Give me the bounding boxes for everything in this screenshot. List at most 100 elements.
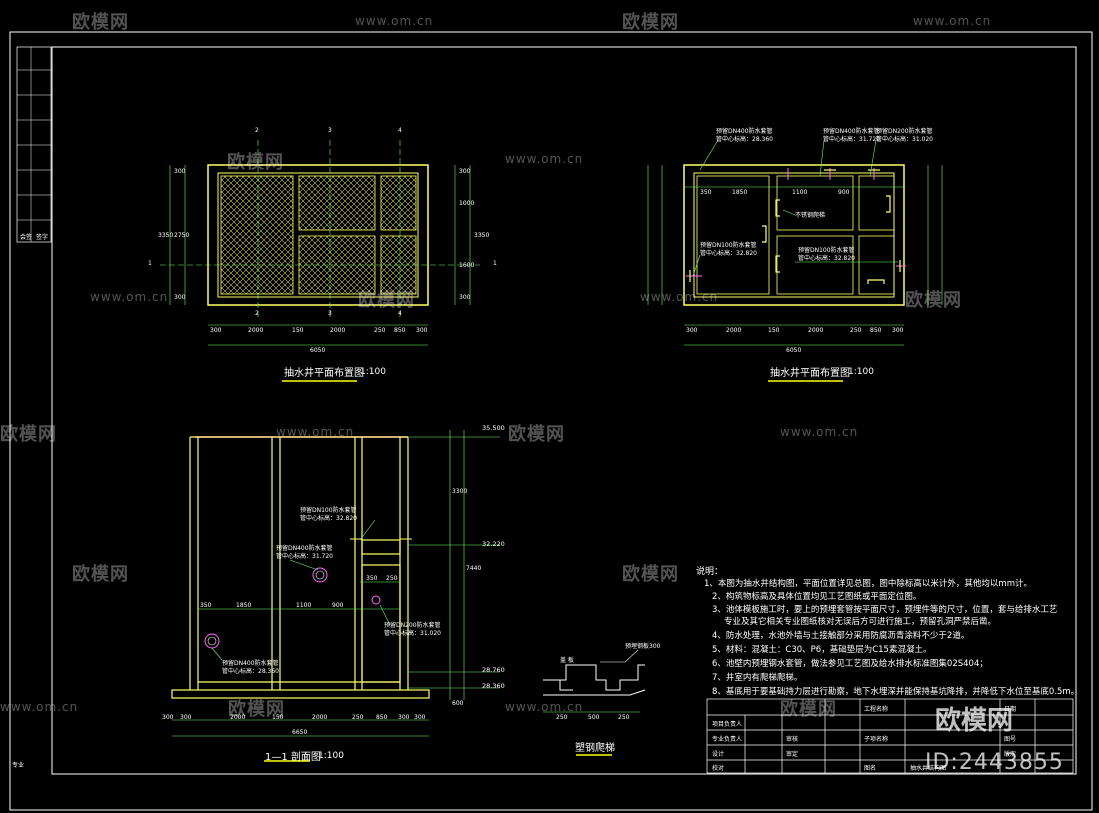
watermark-url: www.om.cn (505, 700, 584, 714)
watermark-brand: 欧模网 (0, 424, 57, 445)
dim-label: 3300 (452, 488, 468, 495)
plan1-inner-wall (217, 172, 419, 298)
dim-label: 2000 (248, 327, 264, 334)
pipe-label: 管中心标高：31.720 (823, 136, 880, 143)
dim-total: 6050 (786, 347, 802, 354)
dim-label: 1100 (792, 189, 808, 196)
margin-label: 专业 (12, 762, 25, 769)
dim-label: 900 (332, 602, 344, 609)
dim-label: 3350 (158, 232, 174, 239)
title-block-cell: 专业负责人 (712, 736, 743, 743)
dim-label: 3350 (474, 232, 490, 239)
dim-label: 150 (292, 327, 304, 334)
watermark-url: www.om.cn (355, 14, 434, 28)
inner-frame (51, 46, 1077, 775)
watermark-url: www.om.cn (505, 152, 584, 166)
watermark-url: www.om.cn (0, 700, 79, 714)
watermark-brand: 欧模网 (227, 152, 284, 173)
plan2-title: 抽水井平面布置图 (770, 368, 850, 379)
margin-label: 签字 (36, 234, 49, 241)
dim-label: 2000 (230, 714, 246, 721)
dim-label: 500 (588, 714, 600, 721)
ladder-detail (543, 649, 646, 713)
dim-label: 850 (376, 714, 388, 721)
watermark-brand: 欧模网 (905, 290, 962, 311)
detail-label: 预埋钢板300 (625, 643, 661, 650)
watermark-url: www.om.cn (780, 425, 859, 439)
axis-label: 2 (255, 127, 259, 134)
section-mark: 1 (493, 260, 497, 267)
dim-label: 250 (374, 327, 386, 334)
dim-label: 300 (892, 327, 904, 334)
section-view (171, 430, 500, 737)
watermark-brand: 欧模网 (358, 290, 415, 311)
plan-view-1 (160, 140, 480, 346)
dim-label: 2000 (312, 714, 328, 721)
pipe-label: 预留DN200防水套管 (876, 128, 933, 135)
detail-label: 盖 板 (560, 657, 574, 664)
pipe-label: 预留DN100防水套管 (700, 242, 757, 249)
ladder-label: 不锈钢爬梯 (795, 212, 826, 219)
dim-label: 150 (272, 714, 284, 721)
title-block-cell: 版次 (1004, 751, 1017, 758)
dim-label: 7440 (466, 565, 482, 572)
margin-label: 会签 (20, 234, 33, 241)
dim-label: 350 (200, 602, 212, 609)
pipe-label: 预留DN100防水套管 (300, 507, 357, 514)
title-block-cell: 审核 (786, 736, 799, 743)
section-scale: 1:100 (318, 751, 344, 761)
plan2-inner-wall (693, 172, 895, 298)
watermark-brand: 欧模网 (622, 564, 679, 585)
note-item: 6、池壁内预埋钢水套管，做法参见工艺图及给水排水标准图集02S404； (712, 659, 988, 669)
pipe-label: 管中心标高：31.020 (876, 136, 933, 143)
watermark-brand: 欧模网 (780, 699, 837, 720)
dim-label: 300 (174, 294, 186, 301)
title-block-cell: 工程名称 (864, 706, 889, 713)
dim-label: 250 (850, 327, 862, 334)
dim-label: 1600 (459, 262, 475, 269)
note-item: 1、本图为抽水井结构图，平面位置详见总图，图中除标高以米计外，其他均以mm计。 (704, 579, 1032, 589)
watermark-brand: 欧模网 (72, 564, 129, 585)
plan2-scale: 1:100 (848, 367, 874, 377)
dim-label: 350 (700, 189, 712, 196)
note-item: 8、基底用于要基础持力层进行勘察，地下水埋深并能保持基坑降排，并降低下水位至基底… (712, 687, 1080, 697)
title-block-cell: 图名 (864, 765, 877, 772)
pipe-label: 管中心标高：32.820 (798, 255, 855, 262)
plan1-cell-a (220, 175, 294, 295)
axis-label: 4 (398, 127, 402, 134)
dim-label: 2000 (726, 327, 742, 334)
dim-label: 300 (162, 714, 174, 721)
dim-label: 1850 (732, 189, 748, 196)
watermark-url: www.om.cn (913, 14, 992, 28)
dim-label: 900 (838, 189, 850, 196)
pipe-label: 管中心标高：32.820 (700, 250, 757, 257)
watermark-brand: 欧模网 (622, 12, 679, 33)
plan1-cell-d (380, 175, 417, 231)
pipe-label: 管中心标高：28.360 (716, 136, 773, 143)
elevation-label: 32.220 (482, 540, 505, 548)
pipe-label: 管中心标高：31.020 (384, 630, 441, 637)
detail-title: 塑钢爬梯 (575, 743, 615, 754)
dim-label: 300 (210, 327, 222, 334)
plan1-outer-wall (207, 164, 429, 306)
elevation-label: 28.760 (482, 666, 505, 674)
watermark-url: www.om.cn (90, 290, 169, 304)
pipe-label: 预留DN100防水套管 (798, 247, 855, 254)
dim-label: 250 (352, 714, 364, 721)
dim-label: 850 (870, 327, 882, 334)
dim-label: 250 (556, 714, 568, 721)
note-item: 2、构筑物标高及具体位置均见工艺图纸或平面定位图。 (712, 592, 922, 602)
watermark-url: www.om.cn (276, 425, 355, 439)
dim-label: 850 (394, 327, 406, 334)
title-block-cell: 子项名称 (864, 736, 889, 743)
axis-label: 4 (398, 310, 402, 317)
drawing-name: 抽水井结构图 (910, 765, 947, 772)
dim-label: 1100 (296, 602, 312, 609)
axis-label: 2 (255, 310, 259, 317)
dim-label: 600 (452, 700, 464, 707)
pipe-label: 预留DN400防水套管 (222, 660, 279, 667)
dim-label: 2000 (808, 327, 824, 334)
dim-total: 6050 (310, 347, 326, 354)
